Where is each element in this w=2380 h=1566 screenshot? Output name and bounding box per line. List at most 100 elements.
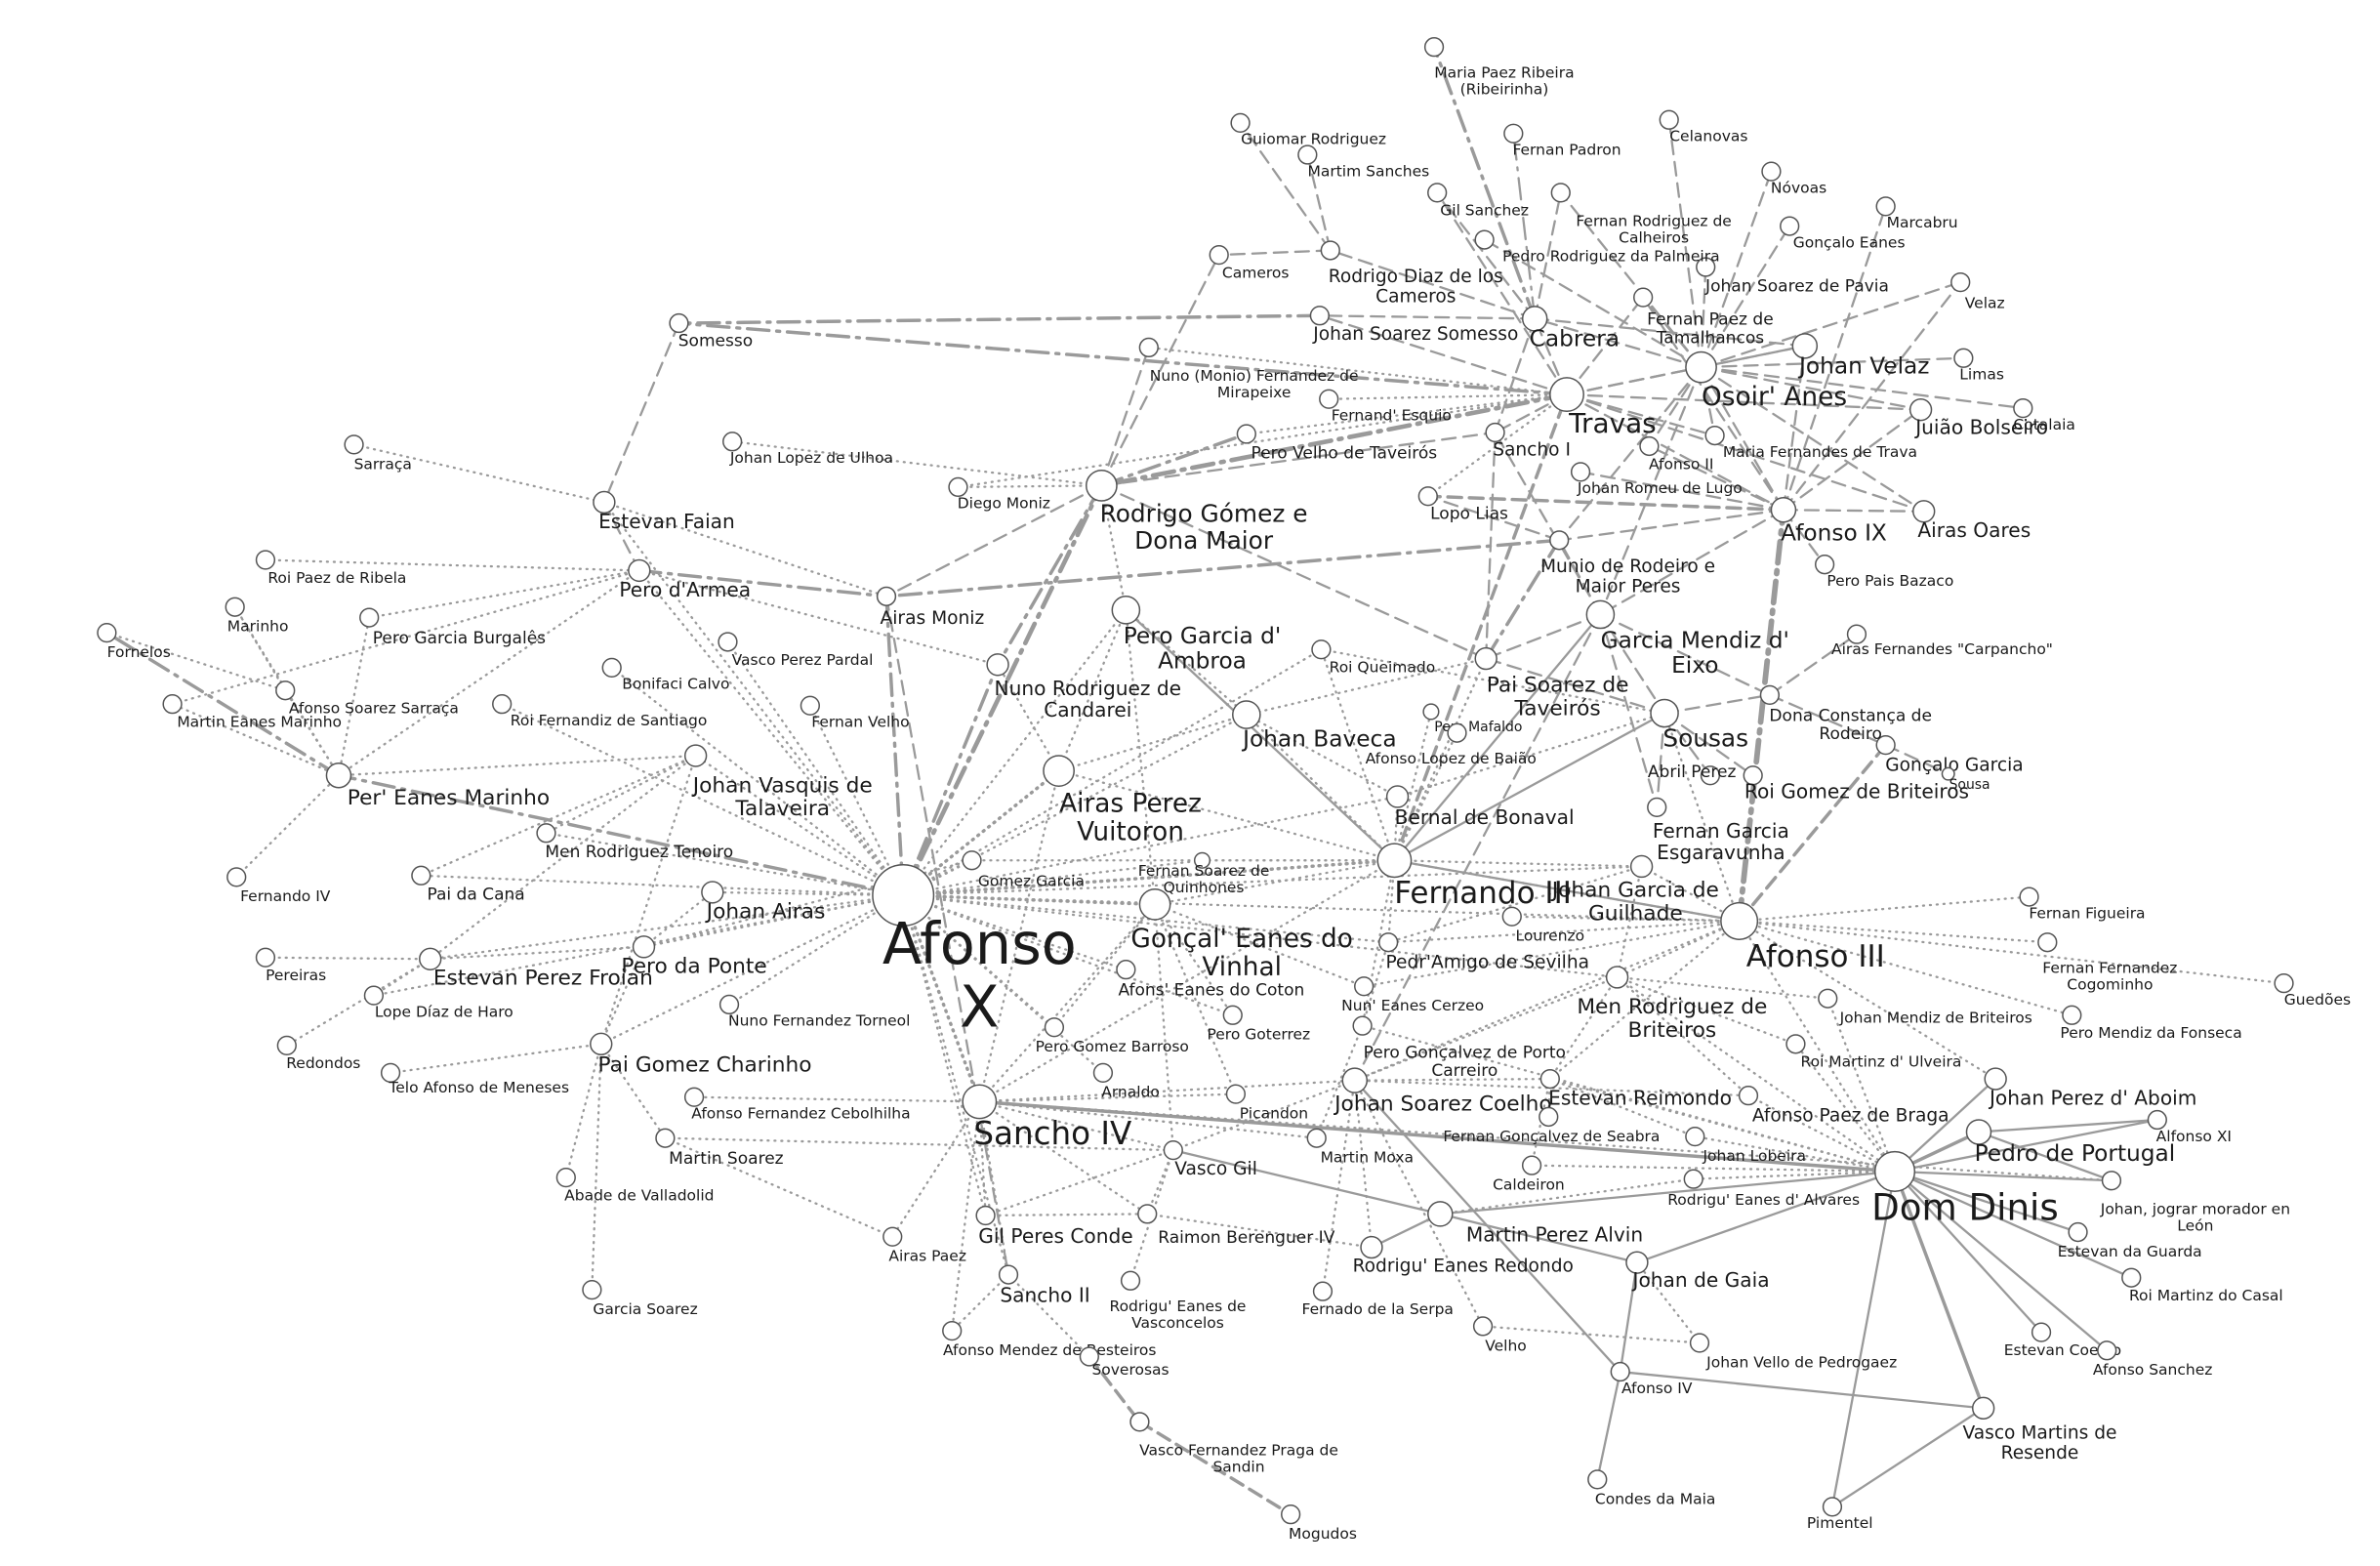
- node-label-line: Pero d'Armea: [619, 578, 751, 601]
- edge-sancho4-afonsomendez: [951, 1100, 981, 1333]
- node-sancho2: Sancho II: [998, 1264, 1090, 1307]
- node-sousas: Sousas: [1650, 698, 1748, 753]
- node-circle-perfernanes: [325, 762, 352, 789]
- node-circle-travas: [1549, 377, 1584, 413]
- node-label-line: Sancho IV: [973, 1115, 1131, 1152]
- edge-garciamendiz-fernangarcia: [1599, 613, 1659, 809]
- node-label-line: Johan Soarez de Pavia: [1704, 276, 1889, 296]
- node-label-line: Resende: [2001, 1443, 2079, 1463]
- node-perodaponte: Pero da Ponte: [621, 935, 767, 978]
- node-label-line: Johan de Gaia: [1631, 1268, 1770, 1292]
- node-soverosas: Soverosas: [1079, 1346, 1169, 1379]
- node-label-roifernandiz: Roi Fernandiz de Santiago: [511, 712, 708, 729]
- edge-travas-mariafernandes: [1565, 392, 1716, 437]
- node-label-line: Vasconcelos: [1131, 1314, 1224, 1332]
- edge-martinsoarez-vascogil: [664, 1136, 1174, 1152]
- node-label-line: Bonifaci Calvo: [622, 676, 729, 693]
- node-circle-mariapaez: [1423, 37, 1445, 58]
- edge-goncal-perogoterrez: [1153, 903, 1234, 1016]
- node-circle-bonifaci: [601, 657, 622, 679]
- edge-afonsox-estevanfaian: [602, 501, 905, 897]
- edge-osoir-munio: [1558, 365, 1703, 542]
- node-circle-sousas: [1650, 698, 1679, 728]
- node-circle-estevanfroian: [419, 947, 442, 970]
- node-circle-martimsanches: [1297, 144, 1318, 165]
- node-travas: Travas: [1549, 377, 1657, 439]
- node-label-line: Johan Vasquis de: [691, 773, 873, 798]
- node-label-line: Roi Fernandiz de Santiago: [511, 712, 708, 729]
- node-circle-osoir: [1685, 350, 1717, 384]
- node-label-line: Johan Baveca: [1241, 726, 1396, 753]
- node-label-line: Sancho II: [1000, 1284, 1089, 1307]
- node-circle-goncalogarcia: [1875, 735, 1896, 756]
- node-label-osoir: Osoir' Anes: [1702, 383, 1847, 412]
- edge-fernando3-goncal: [1153, 859, 1396, 906]
- node-label-line: Ambroa: [1158, 648, 1247, 675]
- node-estevanfaian: Estevan Faian: [593, 490, 735, 533]
- node-peromafaldo: Pero Mafaldo: [1422, 703, 1522, 735]
- node-lopolias: Lopo Lias: [1417, 486, 1508, 524]
- node-label-line: Briteiros: [1627, 1018, 1716, 1043]
- node-label-line: Cotalaia: [2013, 416, 2075, 433]
- edge-goncal-picandon: [1153, 903, 1238, 1095]
- edge-sancho4-airasperez: [978, 769, 1060, 1103]
- node-label-perodaponte: Pero da Ponte: [621, 954, 766, 978]
- edge-afonso3-goncalogarcia: [1737, 743, 1888, 924]
- edge-perfernanes-perogarciaburgales: [337, 616, 371, 777]
- edge-menrodbrit-afonsopaez: [1616, 975, 1750, 1097]
- node-label-line: Mirapeixe: [1217, 384, 1291, 401]
- edge-estevanfroian-lopediaz: [372, 958, 431, 997]
- node-circle-sancho2: [998, 1264, 1019, 1285]
- node-circle-johanvasquis: [683, 744, 708, 767]
- node-circle-johangarcia: [1629, 854, 1654, 879]
- edge-gilperes-raimon: [984, 1213, 1149, 1217]
- node-circle-rodrigualvares: [1683, 1169, 1703, 1189]
- edge-afonso3-menrodbrit: [1616, 920, 1741, 979]
- edge-afonso3-pedramigo: [1387, 920, 1741, 944]
- node-label-bonifaci: Bonifaci Calvo: [622, 676, 729, 693]
- node-label-roiqueimado: Roi Queimado: [1330, 659, 1436, 677]
- node-mariafernandes: Maria Fernandes de Trava: [1704, 425, 1917, 461]
- node-raimon: Raimon Berenguer IV: [1137, 1204, 1335, 1248]
- node-label-afonsopaez: Afonso Paez de Braga: [1752, 1106, 1949, 1127]
- node-circle-airaspaez: [882, 1226, 903, 1247]
- node-label-pedramigo: Pedr'Amigo de Sevilha: [1385, 953, 1589, 973]
- node-label-line: Rodeiro: [1819, 724, 1882, 744]
- node-gilsanchez: Gil Sanchez: [1427, 183, 1529, 220]
- edge-johanvasquis-menrodtenoiro: [545, 754, 697, 835]
- node-label-garciamendiz: Garcia Mendiz d'Eixo: [1601, 628, 1789, 680]
- node-circle-johanromeu: [1570, 462, 1591, 482]
- edge-afonsox-rodrigo: [900, 483, 1104, 898]
- node-guiomar: Guiomar Rodriguez: [1230, 112, 1386, 148]
- edge-menrodbrit-estevanreimondo: [1548, 975, 1619, 1081]
- node-cameros: Cameros: [1209, 244, 1289, 281]
- node-circle-afonso9: [1770, 496, 1797, 523]
- node-circle-gilsanchez: [1427, 183, 1448, 203]
- node-label-perpero: Pero Garcia d'Ambroa: [1124, 623, 1282, 675]
- node-label-gilsanchez: Gil Sanchez: [1440, 202, 1529, 220]
- node-label-martimsanches: Martim Sanches: [1307, 162, 1429, 180]
- edge-paigomez-garciasoarez: [591, 1043, 602, 1292]
- node-label-line: Afonso Soarez Sarraça: [289, 700, 459, 718]
- edge-estevanfroian-pereiras: [264, 956, 431, 961]
- node-circle-caldeiron: [1521, 1155, 1542, 1175]
- node-fornelos: Fornelos: [97, 623, 171, 661]
- node-circle-celanovas: [1659, 109, 1679, 130]
- node-circle-airasoares: [1912, 500, 1936, 523]
- edge-afonsox-menrodtenoiro: [545, 832, 905, 897]
- node-label-caldeiron: Caldeiron: [1493, 1176, 1565, 1194]
- edge-afonso3-johanperezaboim: [1738, 920, 1997, 1081]
- node-label-goncaloeanes: Gonçalo Eanes: [1793, 233, 1906, 251]
- node-circle-estevanreimondo: [1539, 1068, 1560, 1090]
- node-label-line: Johan Mendiz de Briteiros: [1839, 1010, 2032, 1027]
- edge-afonsox-paigomez: [599, 893, 905, 1046]
- edge-martineanes-perodarmea: [171, 569, 640, 706]
- node-circle-sousa: [1941, 766, 1955, 781]
- node-label-fernadoserpa: Fernado de la Serpa: [1302, 1300, 1454, 1318]
- node-label-line: Pero Pais Bazaco: [1826, 572, 1953, 590]
